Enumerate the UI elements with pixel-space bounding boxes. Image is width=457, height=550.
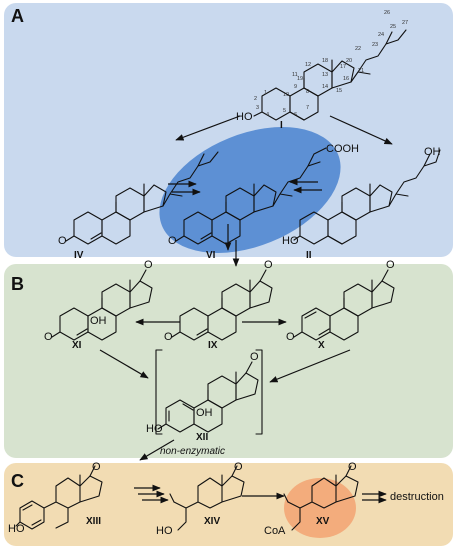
svg-text:21: 21	[358, 68, 364, 74]
atom-ho-I: HO	[236, 111, 253, 123]
structure-XV	[283, 465, 359, 531]
carbon-numbering: 1 2 3 4 5 6 7 8 9 10 11 12 13 14 15 16 1…	[254, 10, 408, 118]
structure-XIV	[169, 465, 245, 531]
atom-ho-XIII: HO	[8, 523, 25, 535]
arrow-XI-to-XII	[99, 349, 149, 379]
compound-label-IX: IX	[208, 340, 218, 351]
atom-o-IV: O	[58, 235, 67, 247]
structure-IV	[65, 151, 219, 245]
atom-o-XII-17: O	[250, 351, 259, 363]
structure-cholesterol-I	[253, 29, 407, 121]
panel-a-background	[4, 3, 453, 257]
svg-text:15: 15	[336, 88, 342, 94]
atom-o-X-17: O	[386, 259, 395, 271]
structure-XI	[51, 269, 153, 341]
atom-o-X-3: O	[286, 331, 295, 343]
destruction-label: destruction	[390, 491, 444, 503]
structure-X	[293, 269, 395, 341]
non-enzymatic-label: non-enzymatic	[160, 446, 225, 457]
blue-highlight-ellipse	[159, 127, 341, 253]
compound-label-XII: XII	[196, 432, 208, 443]
atom-coa-XV: CoA	[264, 525, 286, 537]
svg-text:10: 10	[283, 92, 289, 98]
svg-text:9: 9	[294, 84, 297, 90]
compound-label-II: II	[306, 250, 312, 261]
panel-c-label: C	[11, 471, 24, 491]
compound-label-I: I	[280, 120, 283, 131]
atom-ho-XII: HO	[146, 423, 163, 435]
svg-text:7: 7	[306, 105, 309, 111]
svg-text:1: 1	[264, 90, 267, 96]
panel-b-label: B	[11, 274, 24, 294]
compound-label-XIII: XIII	[86, 516, 101, 527]
svg-text:6: 6	[294, 112, 297, 118]
structure-XII	[157, 361, 259, 433]
orange-highlight-ellipse	[284, 478, 356, 538]
compound-label-X: X	[318, 340, 325, 351]
atom-o-IX-17: O	[264, 259, 273, 271]
atom-oh-II: OH	[424, 146, 441, 158]
atom-o-XIV: O	[234, 461, 243, 473]
arrow-non-enzymatic	[139, 439, 175, 461]
svg-text:23: 23	[372, 42, 378, 48]
svg-text:11: 11	[292, 72, 298, 78]
atom-o-VI: O	[168, 235, 177, 247]
bracket-left	[155, 349, 163, 435]
svg-text:8: 8	[306, 89, 309, 95]
atom-o-IX-3: O	[164, 331, 173, 343]
svg-text:25: 25	[390, 24, 396, 30]
atom-o-XV: O	[348, 461, 357, 473]
svg-text:19: 19	[297, 76, 303, 82]
compound-label-XIV: XIV	[204, 516, 220, 527]
svg-text:13: 13	[322, 72, 328, 78]
arrow-X-to-XII	[269, 349, 351, 383]
structure-IX	[171, 269, 273, 341]
atom-cooh-VI: COOH	[326, 143, 359, 155]
atom-o-XI-17: O	[144, 259, 153, 271]
svg-text:3: 3	[256, 105, 259, 111]
panel-b-background	[4, 264, 453, 458]
structure-II	[293, 149, 441, 245]
atom-ho-II: HO	[282, 235, 299, 247]
svg-text:27: 27	[402, 20, 408, 26]
compound-label-XI: XI	[72, 340, 82, 351]
arrow-I-to-II	[329, 115, 393, 145]
svg-text:5: 5	[283, 108, 286, 114]
arrow-I-to-IV	[175, 115, 241, 141]
svg-text:24: 24	[378, 32, 384, 38]
svg-text:20: 20	[346, 58, 352, 64]
atom-o-XI-3: O	[44, 331, 53, 343]
svg-text:14: 14	[322, 84, 328, 90]
atom-oh-XI: OH	[90, 315, 107, 327]
compound-label-XV: XV	[316, 516, 330, 527]
svg-text:17: 17	[340, 64, 346, 70]
panel-c-background	[4, 463, 453, 546]
compound-label-IV: IV	[74, 250, 84, 261]
structure-XIII	[15, 465, 103, 530]
svg-text:18: 18	[322, 58, 328, 64]
compound-label-VI: VI	[206, 250, 216, 261]
atom-oh-XII: OH	[196, 407, 213, 419]
svg-text:2: 2	[254, 96, 257, 102]
panel-a-label: A	[11, 6, 24, 26]
svg-text:4: 4	[266, 112, 269, 118]
svg-text:12: 12	[305, 62, 311, 68]
svg-text:26: 26	[384, 10, 390, 16]
svg-text:16: 16	[343, 76, 349, 82]
bracket-right	[255, 349, 263, 435]
atom-ho-XIV: HO	[156, 525, 173, 537]
structure-VI	[175, 147, 327, 245]
svg-text:22: 22	[355, 46, 361, 52]
atom-o-XIII: O	[92, 461, 101, 473]
